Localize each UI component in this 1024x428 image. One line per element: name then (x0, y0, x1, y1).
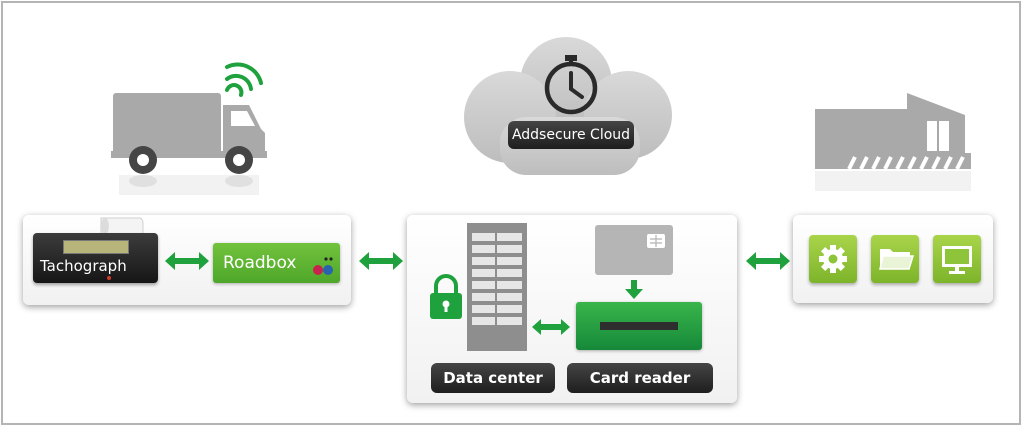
tachograph-display (63, 240, 129, 254)
cloud-label: Addsecure Cloud (508, 121, 634, 149)
data-center-label: Data center (431, 363, 555, 393)
wifi-signal-icon (225, 62, 263, 97)
stopwatch-icon (544, 55, 598, 115)
card-slot (600, 322, 678, 330)
warehouse-icon (815, 93, 971, 191)
paper-roll-icon (100, 217, 144, 235)
tachograph-label: Tachograph (40, 257, 127, 275)
truck-icon (111, 62, 267, 195)
padlock-icon (430, 274, 462, 319)
bidirectional-arrow-icon (532, 319, 570, 335)
card-reader-label: Card reader (567, 363, 713, 393)
monitor-icon (933, 235, 981, 283)
connector-ports-icon (313, 257, 333, 275)
smart-card-icon (595, 225, 673, 275)
roadbox-device: Roadbox (213, 243, 340, 283)
card-reader-icon (576, 302, 702, 350)
bidirectional-arrow-icon (165, 252, 209, 270)
status-led (107, 276, 111, 280)
gear-icon (809, 235, 857, 283)
folder-icon (871, 235, 919, 283)
roadbox-label: Roadbox (223, 253, 297, 273)
down-arrow-icon (625, 280, 643, 299)
bidirectional-arrow-icon (746, 252, 790, 270)
bidirectional-arrow-icon (359, 252, 403, 270)
tachograph-device: Tachograph (33, 233, 158, 283)
server-rack-icon (467, 223, 527, 351)
